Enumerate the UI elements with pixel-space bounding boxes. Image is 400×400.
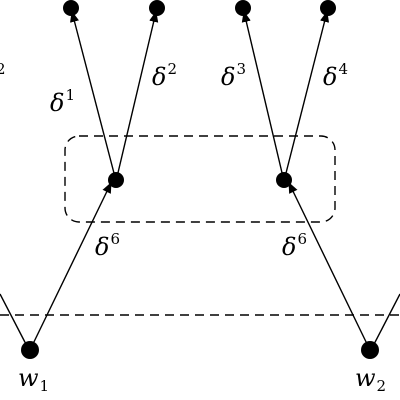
label-delta-6-left: δ6 bbox=[95, 230, 120, 261]
node-top-4 bbox=[320, 0, 336, 16]
label-delta-3: δ3 bbox=[221, 60, 246, 91]
edge-offscreen-left bbox=[0, 293, 30, 351]
label-edge-fragment: 2 bbox=[0, 60, 6, 78]
arrow-w2-to-mid-right bbox=[288, 182, 370, 349]
node-top-2 bbox=[149, 0, 165, 16]
arrow-w1-to-mid-left bbox=[30, 182, 112, 349]
arrow-mid-left-to-top-1 bbox=[70, 10, 116, 178]
label-w2: w2 bbox=[355, 364, 386, 395]
node-top-3 bbox=[235, 0, 251, 16]
arrow-mid-right-to-top-3 bbox=[241, 10, 284, 178]
label-delta-1: δ1 bbox=[50, 86, 75, 117]
arrow-mid-left-to-top-2 bbox=[116, 10, 159, 178]
node-w1 bbox=[21, 341, 39, 359]
label-delta-2: δ2 bbox=[152, 60, 177, 91]
dashed-group-box bbox=[64, 135, 336, 223]
label-delta-6-right: δ6 bbox=[282, 230, 307, 261]
label-delta-4: δ4 bbox=[323, 60, 348, 91]
arrow-mid-right-to-top-4 bbox=[284, 10, 330, 178]
node-mid-right bbox=[276, 172, 292, 188]
label-w1: w1 bbox=[18, 364, 49, 395]
node-mid-left bbox=[108, 172, 124, 188]
node-top-1 bbox=[63, 0, 79, 16]
edge-offscreen-right bbox=[370, 293, 400, 351]
node-w2 bbox=[361, 341, 379, 359]
